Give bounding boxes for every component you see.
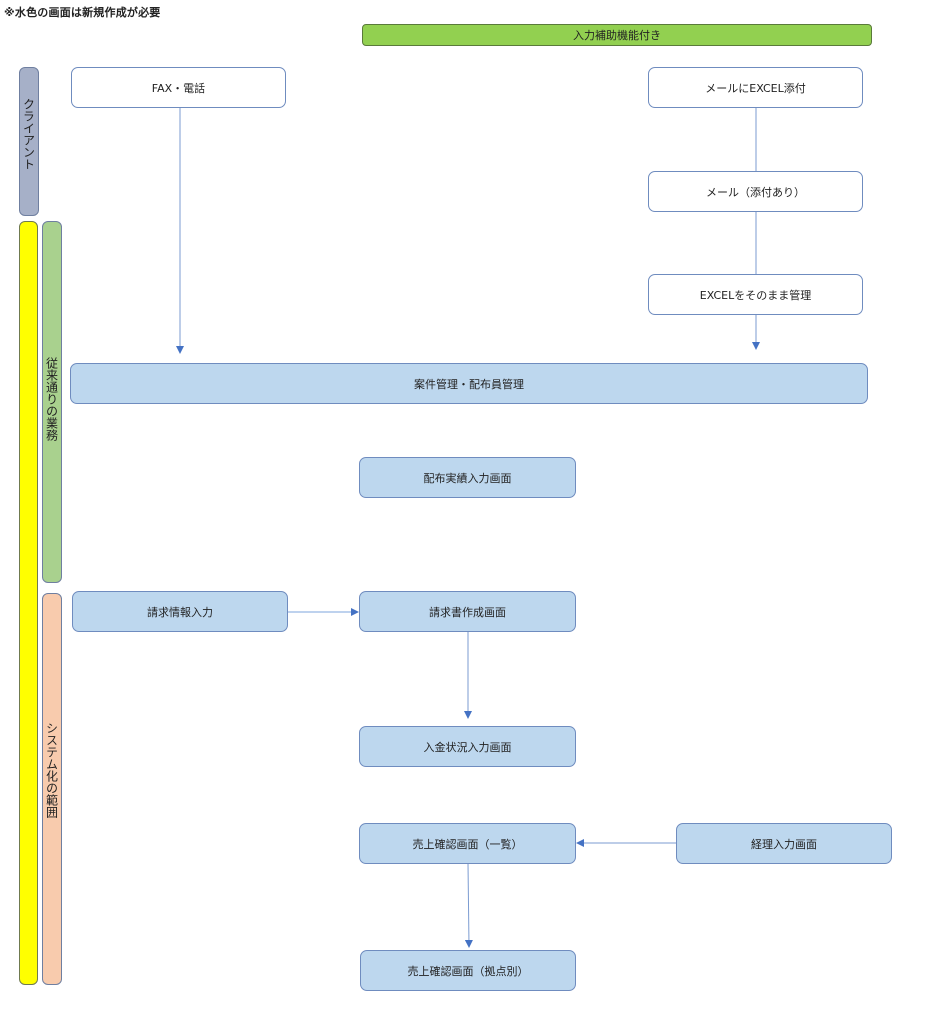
node-distribution-input: 配布実績入力画面 [359,457,576,498]
lane-client-label: クライアント [21,98,36,170]
legend-note: ※水色の画面は新規作成が必要 [4,6,161,19]
input-assist-label: 入力補助機能付き [573,29,661,42]
node-sales-confirm-branch: 売上確認画面（拠点別） [360,950,576,991]
node-accounting-input: 経理入力画面 [676,823,892,864]
node-mail-attached: メール（添付あり） [648,171,863,212]
lane-scope-all [19,221,38,985]
node-case-manage: 案件管理・配布員管理 [70,363,868,404]
lane-system: システム化の範囲 [42,593,62,985]
arrow-sales-to-branch [464,862,473,948]
node-excel-manage: EXCELをそのまま管理 [648,274,863,315]
node-mail-excel: メールにEXCEL添付 [648,67,863,108]
node-fax-phone: FAX・電話 [71,67,286,108]
lane-client: クライアント [19,67,39,216]
node-invoice-create: 請求書作成画面 [359,591,576,632]
node-payment-status-input: 入金状況入力画面 [359,726,576,767]
lane-system-label: システム化の範囲 [44,722,59,818]
node-sales-confirm-list: 売上確認画面（一覧） [359,823,576,864]
node-billing-info-input: 請求情報入力 [72,591,288,632]
lane-legacy: 従来通りの業務 [42,221,62,583]
lane-legacy-label: 従来通りの業務 [44,357,59,441]
input-assist-banner: 入力補助機能付き [362,24,872,46]
